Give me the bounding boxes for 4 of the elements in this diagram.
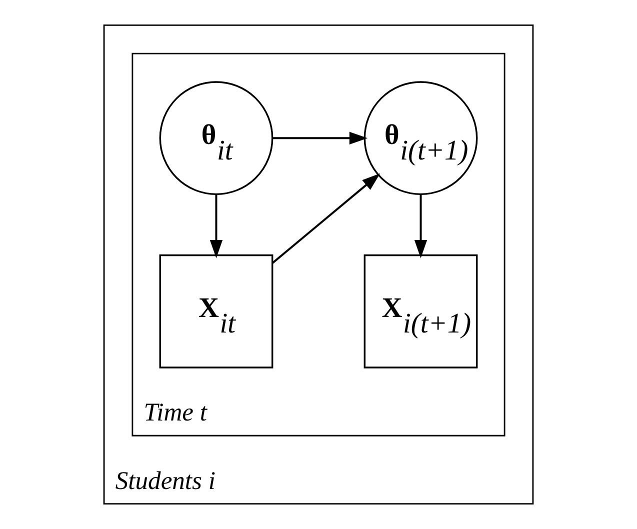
arrow	[272, 132, 368, 144]
arrow	[210, 194, 223, 258]
arrow	[272, 173, 380, 264]
arrow	[414, 194, 428, 258]
